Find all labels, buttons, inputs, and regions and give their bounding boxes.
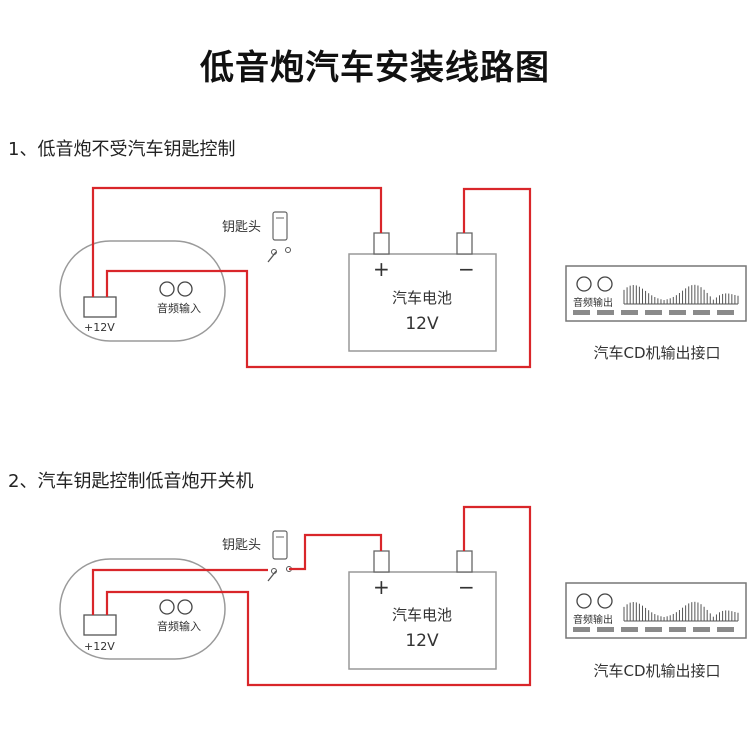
wire-switch-to-sub bbox=[91, 568, 268, 615]
car-battery: + − 汽车电池 12V bbox=[348, 550, 497, 670]
wires bbox=[91, 505, 532, 687]
cd-button bbox=[717, 627, 734, 632]
negative-terminal bbox=[456, 550, 473, 573]
wire-negative bbox=[105, 187, 532, 369]
power-label: +12V bbox=[84, 640, 115, 653]
audio-jack-right bbox=[177, 599, 193, 615]
equalizer-display bbox=[623, 284, 739, 305]
cd-buttons bbox=[573, 627, 734, 632]
switch-contact bbox=[267, 251, 277, 263]
cd-button bbox=[621, 310, 638, 315]
cd-audio-jack-right bbox=[597, 276, 613, 292]
cd-button bbox=[573, 627, 590, 632]
cd-caption: 汽车CD机输出接口 bbox=[593, 662, 720, 680]
section-1-diagram: +12V 音频输入 钥匙头 + − 汽车电池 12V bbox=[59, 186, 747, 369]
wire-battery-to-switch bbox=[289, 533, 383, 571]
cd-button bbox=[645, 310, 662, 315]
key-switch: 钥匙头 bbox=[222, 211, 291, 263]
battery-plus: + bbox=[373, 257, 390, 281]
audio-jack-left bbox=[159, 599, 175, 615]
power-label: +12V bbox=[84, 321, 115, 334]
cd-button bbox=[597, 310, 614, 315]
battery-voltage: 12V bbox=[405, 631, 439, 651]
key-label: 钥匙头 bbox=[222, 538, 261, 553]
cd-button bbox=[693, 310, 710, 315]
positive-terminal bbox=[373, 232, 390, 255]
cd-buttons bbox=[573, 310, 734, 315]
cd-audio-output-label: 音频输出 bbox=[573, 296, 613, 309]
cd-button bbox=[597, 627, 614, 632]
audio-jack-left bbox=[159, 281, 175, 297]
wire-positive bbox=[91, 186, 383, 297]
key-label: 钥匙头 bbox=[222, 220, 261, 235]
cd-audio-jack-right bbox=[597, 593, 613, 609]
car-battery: + − 汽车电池 12V bbox=[348, 232, 497, 352]
battery-name: 汽车电池 bbox=[392, 606, 452, 624]
key-icon bbox=[272, 211, 288, 241]
cd-button bbox=[621, 627, 638, 632]
key-switch: 钥匙头 bbox=[222, 530, 292, 582]
cd-button bbox=[669, 627, 686, 632]
battery-voltage: 12V bbox=[405, 314, 439, 334]
battery-minus: − bbox=[458, 575, 475, 599]
subwoofer-unit: +12V 音频输入 bbox=[59, 240, 226, 342]
power-terminal bbox=[83, 614, 117, 636]
wires bbox=[91, 186, 532, 369]
audio-input-label: 音频输入 bbox=[157, 619, 201, 633]
section-1-heading: 1、低音炮不受汽车钥匙控制 bbox=[8, 139, 236, 160]
audio-input-label: 音频输入 bbox=[157, 301, 201, 315]
car-cd-unit: 音频输出 汽车CD机输出接口 bbox=[565, 265, 747, 362]
cd-audio-output-label: 音频输出 bbox=[573, 613, 613, 626]
cd-button bbox=[573, 310, 590, 315]
cd-button bbox=[669, 310, 686, 315]
car-cd-unit: 音频输出 汽车CD机输出接口 bbox=[565, 582, 747, 680]
battery-minus: − bbox=[458, 257, 475, 281]
negative-terminal bbox=[456, 232, 473, 255]
audio-jack-right bbox=[177, 281, 193, 297]
wire-negative bbox=[105, 505, 532, 687]
switch-contact bbox=[267, 570, 277, 582]
power-terminal bbox=[83, 296, 117, 318]
section-2-diagram: +12V 音频输入 钥匙头 + − 汽车电池 12V 音频输出 bbox=[59, 505, 747, 687]
cd-button bbox=[717, 310, 734, 315]
equalizer-display bbox=[623, 601, 739, 622]
page-title: 低音炮汽车安装线路图 bbox=[200, 48, 550, 88]
cd-audio-jack-left bbox=[576, 276, 592, 292]
section-2-heading: 2、汽车钥匙控制低音炮开关机 bbox=[8, 471, 254, 492]
cd-caption: 汽车CD机输出接口 bbox=[593, 344, 720, 362]
cd-button bbox=[693, 627, 710, 632]
cd-audio-jack-left bbox=[576, 593, 592, 609]
battery-plus: + bbox=[373, 575, 390, 599]
cd-button bbox=[645, 627, 662, 632]
positive-terminal bbox=[373, 550, 390, 573]
battery-name: 汽车电池 bbox=[392, 289, 452, 307]
key-icon bbox=[272, 530, 288, 560]
subwoofer-unit: +12V 音频输入 bbox=[59, 558, 226, 660]
